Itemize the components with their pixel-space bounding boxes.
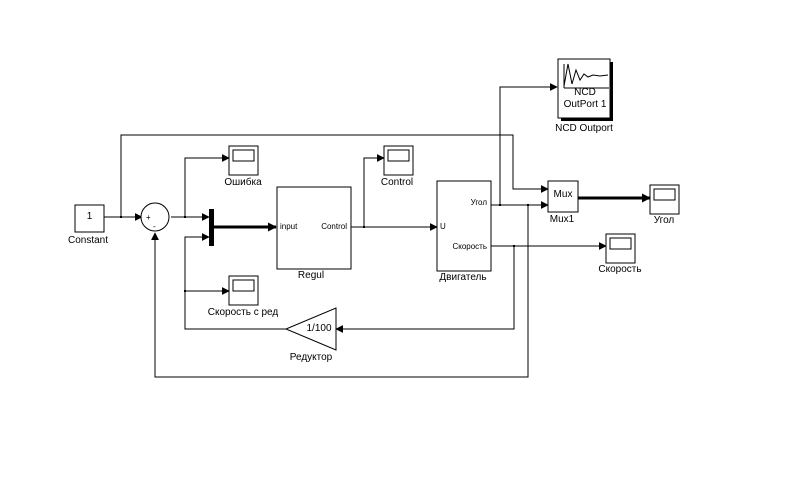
scope-error-label: Ошибка (224, 176, 262, 188)
branch-dot (363, 226, 365, 228)
constant-label: Constant (68, 235, 108, 246)
sum-minus-sign: - (153, 222, 156, 231)
wire-to-error-scope[interactable] (184, 154, 230, 217)
scope-angle-label: Угол (654, 215, 675, 226)
bus-creator-bar[interactable] (209, 209, 214, 246)
regul-subsystem-block[interactable]: input Control Regul (276, 186, 352, 281)
scope-icon (609, 237, 632, 250)
scope-reduced-speed[interactable]: Скорость с ред (208, 275, 279, 318)
scope-control-label: Control (381, 177, 413, 188)
gain-value: 1/100 (306, 323, 331, 334)
regul-label: Regul (298, 270, 324, 281)
constant-block[interactable]: 1 Constant (68, 204, 108, 246)
motor-speed-port: Скорость (452, 242, 487, 251)
scope-icon (232, 279, 255, 292)
wire-angle-feedback-to-sum[interactable] (151, 205, 529, 378)
signal-lines (104, 83, 651, 378)
wire-angle-to-ncd[interactable] (499, 83, 558, 205)
scope-error[interactable]: Ошибка (224, 145, 262, 188)
ncd-outport-block[interactable]: NCD OutPort 1 NCD Outport (555, 58, 613, 134)
scope-icon (387, 149, 410, 162)
regul-input-port: input (280, 222, 298, 231)
wire-speed-to-gain[interactable] (335, 246, 515, 333)
mux-text: Mux (554, 189, 573, 200)
mux-label: Mux1 (550, 214, 575, 225)
sum-block[interactable]: + - (140, 202, 170, 232)
scope-icon (653, 188, 676, 201)
wire-to-control-scope[interactable] (363, 154, 385, 227)
scope-speed-label: Скорость (598, 264, 641, 275)
branch-dot (184, 216, 186, 218)
ncd-text-line1: NCD (574, 87, 596, 98)
branch-dot (527, 204, 529, 206)
wire-gain-to-bus[interactable] (184, 233, 286, 330)
motor-angle-port: Угол (471, 198, 488, 207)
gain-label: Редуктор (290, 352, 333, 363)
branch-dot (120, 216, 122, 218)
constant-value: 1 (87, 211, 93, 222)
regul-output-port: Control (321, 222, 347, 231)
scope-icon (232, 149, 255, 162)
sum-plus-sign: + (146, 213, 151, 222)
motor-subsystem-block[interactable]: U Угол Скорость Двигатель (436, 180, 492, 283)
scope-speed[interactable]: Скорость (598, 233, 642, 275)
branch-dot (499, 204, 501, 206)
branch-dot (184, 290, 186, 292)
ncd-label: NCD Outport (555, 123, 613, 134)
branch-dot (513, 245, 515, 247)
scope-control[interactable]: Control (381, 145, 414, 188)
scope-reduced-speed-label: Скорость с ред (208, 307, 279, 318)
wire-reference-to-mux[interactable] (120, 134, 549, 217)
ncd-response-icon (563, 63, 609, 87)
scope-angle[interactable]: Угол (649, 184, 680, 226)
ncd-text-line2: OutPort 1 (564, 99, 607, 110)
motor-input-port: U (440, 222, 446, 231)
branch-points (120, 204, 529, 292)
gain-block[interactable]: 1/100 Редуктор (284, 307, 337, 363)
motor-label: Двигатель (439, 272, 486, 283)
mux-block[interactable]: Mux Mux1 (547, 180, 579, 225)
